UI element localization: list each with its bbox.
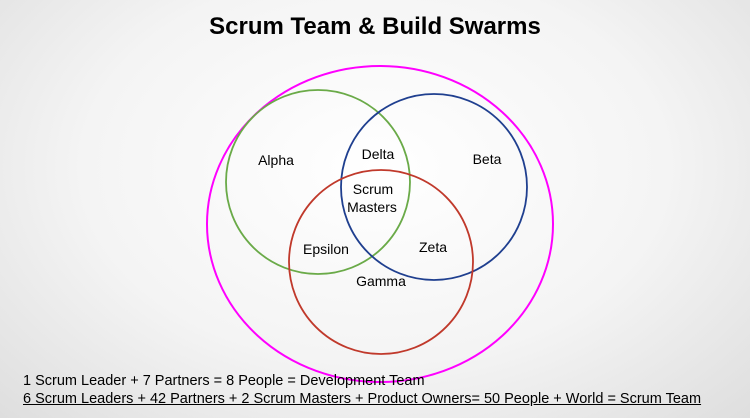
- delta-label: Delta: [362, 146, 395, 162]
- epsilon-label: Epsilon: [303, 241, 349, 257]
- diagram-title: Scrum Team & Build Swarms: [209, 13, 541, 40]
- zeta-label: Zeta: [419, 239, 447, 255]
- footer-development-team: 1 Scrum Leader + 7 Partners = 8 People =…: [23, 373, 425, 389]
- beta-circle: [340, 93, 528, 281]
- footer-scrum-team: 6 Scrum Leaders + 42 Partners + 2 Scrum …: [23, 391, 702, 407]
- scrum-masters-label-line1: Scrum: [353, 181, 393, 197]
- gamma-circle: [288, 169, 474, 355]
- beta-label: Beta: [473, 151, 502, 167]
- alpha-circle: [225, 89, 411, 275]
- scrum-masters-label-line2: Masters: [347, 199, 397, 215]
- scrum-team-outer-circle: [206, 65, 554, 383]
- gamma-label: Gamma: [356, 273, 406, 289]
- alpha-label: Alpha: [258, 152, 294, 168]
